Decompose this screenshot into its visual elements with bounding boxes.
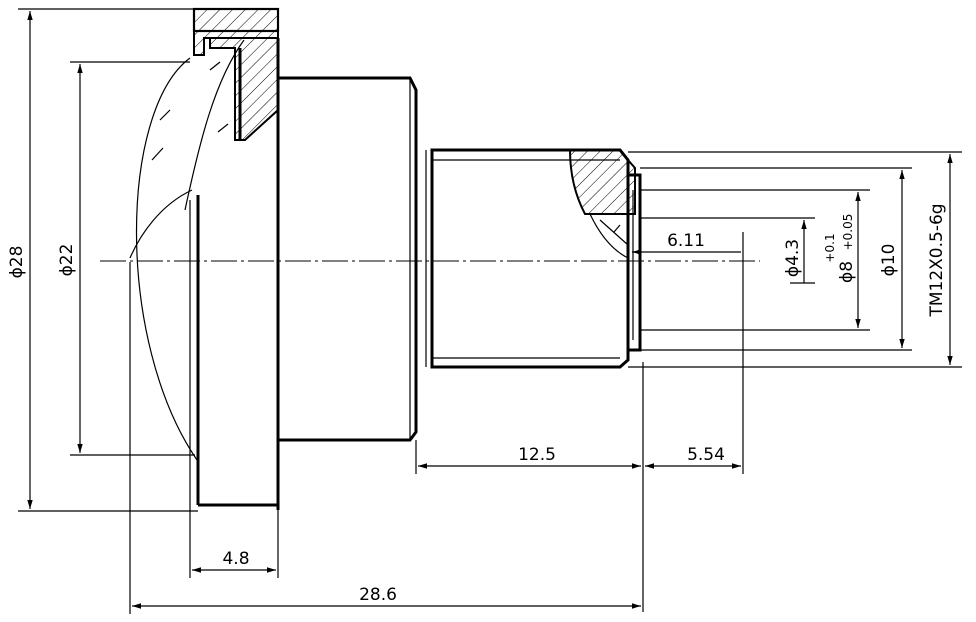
main-barrel [189,38,418,510]
dim-125: 12.5 [415,362,644,612]
dim-d43: ϕ4.3 [640,217,815,284]
dim-554-label: 5.54 [687,445,725,465]
dim-286: 28.6 [129,262,641,614]
dim-thread: TM12X0.5-6g [628,151,962,368]
dim-d28-label: ϕ28 [7,246,27,279]
dim-d8-label: ϕ8 [837,261,857,283]
dim-d8-upper-tol: +0.1 [823,233,837,262]
dim-554: 5.54 [645,282,744,474]
dim-thread-label: TM12X0.5-6g [927,203,947,317]
dim-d8: ϕ8 +0.1 +0.05 [640,189,870,331]
dim-286-label: 28.6 [359,585,397,605]
dim-d28: ϕ28 [7,8,198,512]
threaded-shaft [425,148,642,369]
dim-611: 6.11 [632,231,744,282]
dim-d22-label: ϕ22 [57,244,77,277]
dim-611-label: 6.11 [667,231,705,251]
dim-125-label: 12.5 [518,445,556,465]
dim-48: 4.8 [189,505,279,578]
dim-d10: ϕ10 [640,167,912,351]
front-lens-element [129,39,245,461]
dim-d10-label: ϕ10 [879,244,899,277]
dim-d43-label: ϕ4.3 [783,239,803,277]
dim-d8-lower-tol: +0.05 [841,214,855,251]
dim-48-label: 4.8 [222,549,249,569]
dim-d22: ϕ22 [57,61,195,456]
